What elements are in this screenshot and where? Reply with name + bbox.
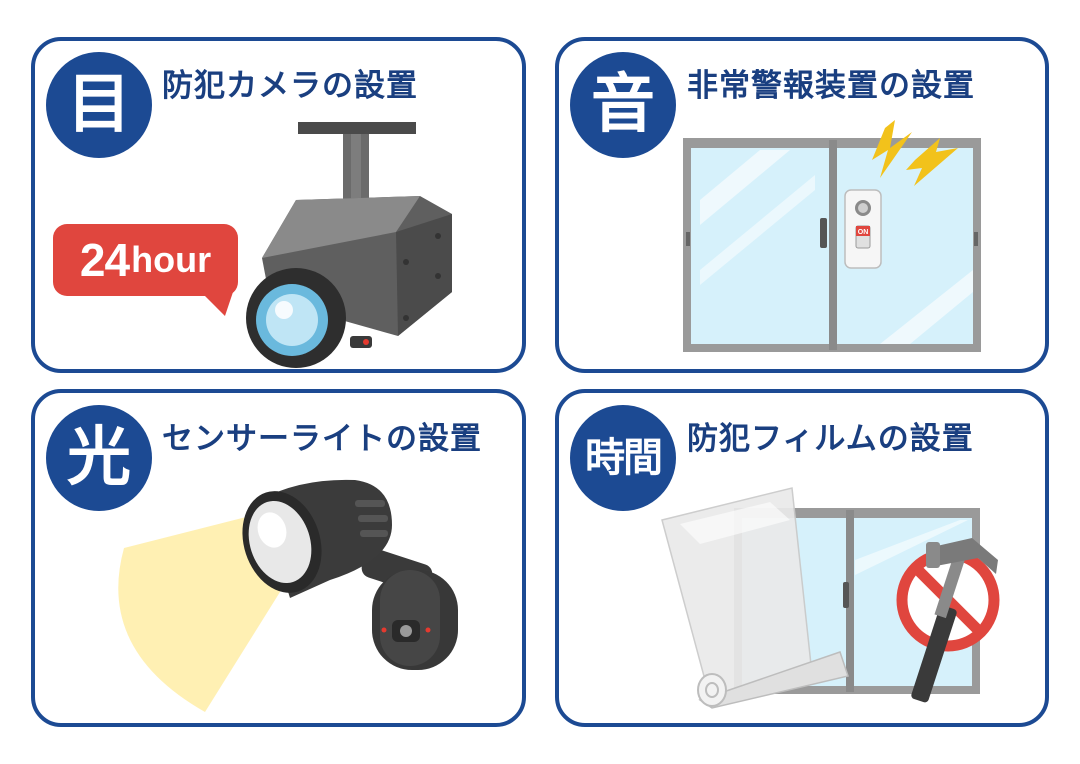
speech-number: 24 bbox=[79, 234, 130, 286]
speech-bubble-body bbox=[53, 224, 238, 296]
window-with-alarm-icon: ON bbox=[683, 120, 981, 352]
alarm-switch-label: ON bbox=[858, 229, 869, 236]
film-and-window-icon bbox=[661, 487, 1000, 709]
badge-light: 光 bbox=[46, 405, 152, 511]
badge-sound: 音 bbox=[570, 52, 676, 158]
title-security-film: 防犯フィルムの設置 bbox=[687, 421, 974, 457]
badge-time: 時間 bbox=[570, 405, 676, 511]
title-alarm: 非常警報装置の設置 bbox=[687, 68, 975, 104]
sensor-light-icon bbox=[118, 479, 458, 712]
speech-unit: hour bbox=[131, 239, 212, 280]
badge-eye: 目 bbox=[46, 52, 152, 158]
title-security-camera: 防犯カメラの設置 bbox=[162, 68, 418, 104]
title-sensor-light: センサーライトの設置 bbox=[162, 421, 482, 457]
security-camera-icon bbox=[246, 122, 452, 368]
